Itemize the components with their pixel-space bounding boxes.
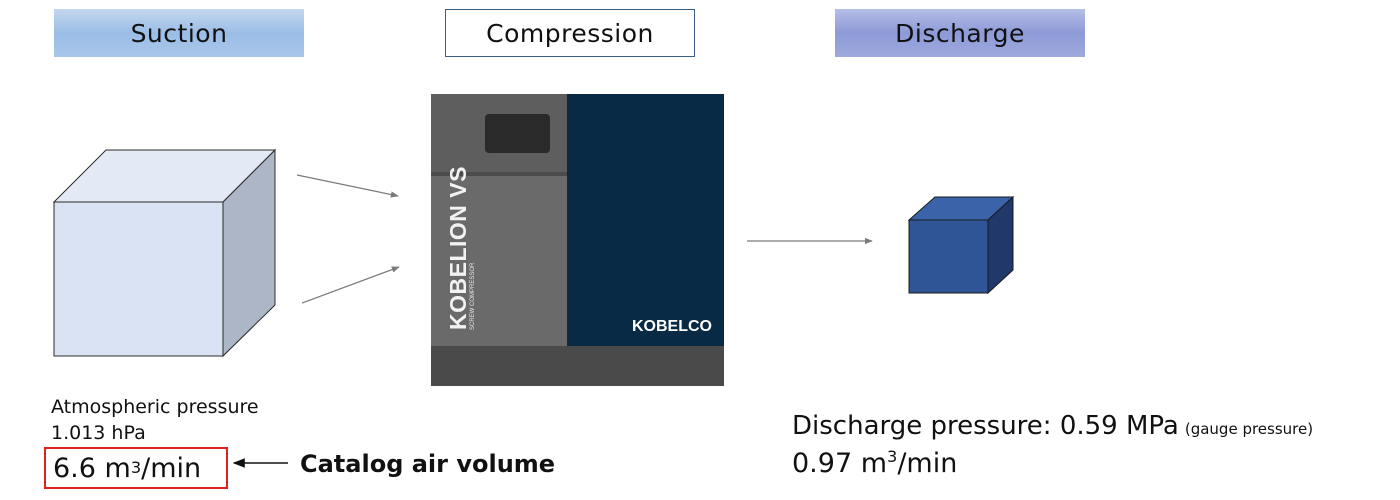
discharge-air-cube xyxy=(907,195,1015,295)
compressor-base xyxy=(431,346,724,386)
discharge-flow-text: 0.97 m3/min xyxy=(792,448,957,479)
catalog-air-volume-label: Catalog air volume xyxy=(300,450,556,478)
compressor-subtitle-text: SCREW COMPRESSOR xyxy=(470,262,476,330)
atmospheric-pressure-value: 1.013 hPa xyxy=(51,422,146,444)
discharge-flow-value: 0.97 m xyxy=(792,448,888,479)
stage-label-compression: Compression xyxy=(445,9,695,57)
small-cube-front xyxy=(908,219,989,294)
large-cube-front xyxy=(53,201,224,357)
discharge-pressure-note: (gauge pressure) xyxy=(1184,420,1314,438)
discharge-pressure-text: Discharge pressure: 0.59 MPa (gauge press… xyxy=(792,411,1313,441)
catalog-flow-value: 6.6 m xyxy=(53,452,131,484)
catalog-flow-unit: /min xyxy=(141,452,202,484)
stage-label-discharge: Discharge xyxy=(835,9,1085,57)
discharge-pressure-label: Discharge pressure: 0.59 MPa xyxy=(792,411,1179,441)
compressor-panel-line xyxy=(431,172,567,176)
discharge-flow-exponent: 3 xyxy=(887,447,898,466)
atmospheric-pressure-label: Atmospheric pressure xyxy=(51,396,259,418)
discharge-flow-unit: /min xyxy=(897,448,958,479)
inlet-arrow-lower xyxy=(301,266,400,304)
stage-label-suction: Suction xyxy=(54,9,304,57)
compressor-unit: KOBELION VS SCREW COMPRESSOR KOBELCO xyxy=(431,94,724,386)
compressor-model-text: KOBELION VS xyxy=(445,166,471,330)
compressor-display-screen xyxy=(485,114,550,153)
inlet-arrow-upper xyxy=(296,174,399,198)
suction-air-cube xyxy=(52,148,277,358)
compressor-door xyxy=(567,94,724,346)
compressor-brand-text: KOBELCO xyxy=(632,318,712,335)
